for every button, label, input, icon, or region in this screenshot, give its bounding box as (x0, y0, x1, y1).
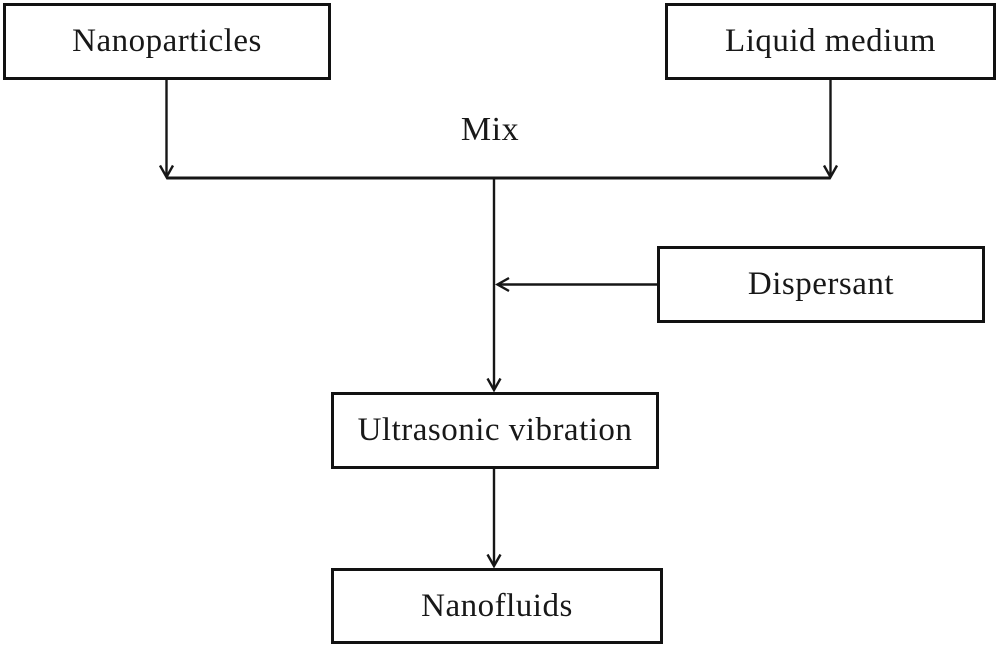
node-liquid-medium-label: Liquid medium (725, 23, 936, 59)
node-nanofluids-label: Nanofluids (421, 587, 573, 624)
node-liquid-medium: Liquid medium (665, 3, 996, 80)
node-nanofluids: Nanofluids (331, 568, 663, 644)
mix-label: Mix (460, 111, 520, 148)
arrowhead-ultrasonic-to-nanofluids-icon (486, 553, 502, 569)
node-nanoparticles-label: Nanoparticles (72, 23, 262, 59)
node-nanoparticles: Nanoparticles (3, 3, 331, 80)
node-ultrasonic-vibration-label: Ultrasonic vibration (357, 412, 633, 448)
arrowhead-mix-to-ultrasonic-icon (486, 377, 502, 393)
arrowhead-dispersant-left-icon (495, 276, 510, 293)
node-ultrasonic-vibration: Ultrasonic vibration (331, 392, 659, 469)
node-dispersant: Dispersant (657, 246, 985, 323)
node-dispersant-label: Dispersant (747, 266, 895, 302)
